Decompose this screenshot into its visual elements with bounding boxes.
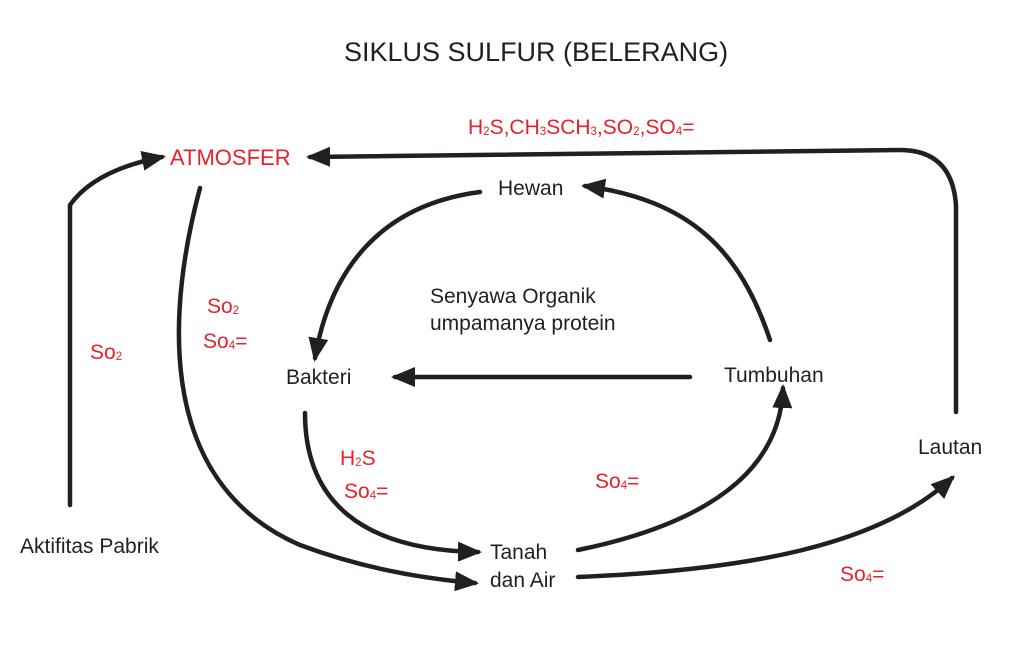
- label-top-gases: H2S,CH3SCH3,SO2,SO4=: [468, 116, 694, 140]
- formula-text: ,SO: [596, 116, 634, 139]
- node-tanah-line2: dan Air: [490, 569, 556, 592]
- arrow-pabrik-to-atmosfer: [67, 150, 166, 508]
- node-bakteri: Bakteri: [286, 366, 352, 389]
- node-hewan: Hewan: [498, 177, 564, 200]
- formula-text: So: [840, 563, 866, 586]
- node-aktifitas-pabrik: Aktifitas Pabrik: [20, 535, 159, 558]
- formula-text: H: [468, 116, 484, 139]
- formula-subscript: 4: [865, 573, 873, 586]
- formula-text: =: [872, 563, 885, 586]
- node-tanah-line1: Tanah: [490, 541, 548, 564]
- label-pabrik-so2: So2: [90, 341, 122, 365]
- arrow-bakteri-to-tanah: [302, 410, 482, 562]
- center-text-line1: Senyawa Organik: [430, 285, 596, 308]
- formula-subscript: 3: [539, 126, 547, 139]
- label-atmosfer-so4: So4=: [203, 330, 247, 354]
- formula-subscript: 3: [590, 126, 597, 139]
- formula-text: So: [203, 330, 229, 353]
- label-atmosfer-so2: So2: [207, 295, 239, 319]
- formula-text: =: [235, 330, 248, 353]
- formula-subscript: 2: [355, 457, 362, 470]
- formula-text: SCH: [546, 116, 591, 139]
- label-bakteri-so4: So4=: [344, 480, 388, 504]
- formula-subscript: 2: [115, 351, 123, 364]
- diagram-title: SIKLUS SULFUR (BELERANG): [344, 37, 729, 67]
- formula-text: S,CH: [489, 116, 540, 139]
- formula-text: =: [627, 470, 640, 493]
- formula-subscript: 4: [228, 340, 236, 353]
- arrow-atmosfer-to-tanah: [176, 185, 479, 592]
- formula-subscript: 2: [633, 126, 640, 139]
- arrow-lautan-to-atmosfer: [306, 146, 959, 415]
- arrow-tanah-to-lautan: [575, 475, 955, 580]
- node-atmosfer: ATMOSFER: [170, 145, 291, 170]
- formula-text: =: [376, 480, 389, 503]
- formula-text: =: [682, 116, 695, 139]
- arrow-tanah-to-tumbuhan: [575, 384, 793, 553]
- label-lautan-so4: So4=: [840, 563, 884, 587]
- formula-text: H: [340, 447, 356, 470]
- formula-subscript: 2: [232, 305, 240, 318]
- formula-text: So: [207, 295, 233, 318]
- formula-text: S: [361, 447, 376, 470]
- node-tumbuhan: Tumbuhan: [724, 364, 824, 387]
- formula-text: So: [90, 341, 116, 364]
- label-tumbuhan-so4: So4=: [595, 470, 639, 494]
- formula-subscript: 4: [369, 490, 377, 503]
- formula-subscript: 4: [675, 126, 683, 139]
- formula-subscript: 2: [483, 126, 490, 139]
- label-bakteri-h2s: H2S: [340, 447, 376, 471]
- formula-text: ,SO: [639, 116, 676, 139]
- arrow-tumbuhan-to-hewan: [581, 178, 773, 343]
- center-text-line2: umpamanya protein: [430, 312, 616, 335]
- arrow-hewan-to-bakteri: [308, 189, 483, 362]
- formula-text: So: [595, 470, 621, 493]
- formula-subscript: 4: [620, 480, 628, 493]
- formula-text: So: [344, 480, 370, 503]
- node-lautan: Lautan: [918, 436, 983, 459]
